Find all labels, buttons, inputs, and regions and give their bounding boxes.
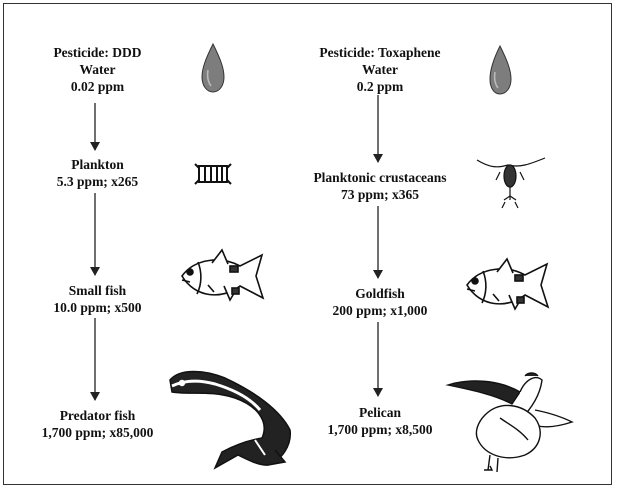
salmon-icon: [169, 370, 291, 470]
plankton-icon: [194, 163, 232, 185]
right-crustaceans-line-2: 73 ppm; x365: [340, 187, 419, 202]
right-stage-pelican: Pelican 1,700 ppm; x8,500: [300, 404, 460, 438]
right-water-line-2: Water: [362, 62, 398, 77]
left-stage-predator-fish: Predator fish 1,700 ppm; x85,000: [25, 407, 170, 441]
left-predator-line-2: 1,700 ppm; x85,000: [41, 425, 154, 440]
water-drop-icon: [201, 42, 225, 93]
water-drop-icon: [489, 44, 512, 95]
right-stage-goldfish: Goldfish 200 ppm; x1,000: [300, 285, 460, 319]
right-goldfish-line-1: Goldfish: [355, 286, 405, 301]
right-stage-water: Pesticide: Toxaphene Water 0.2 ppm: [300, 44, 460, 95]
left-predator-line-1: Predator fish: [59, 408, 136, 423]
right-crustaceans-line-1: Planktonic crustaceans: [313, 170, 447, 185]
right-pelican-line-2: 1,700 ppm; x8,500: [327, 422, 433, 437]
right-stage-crustaceans: Planktonic crustaceans 73 ppm; x365: [295, 169, 465, 203]
right-water-line-3: 0.2 ppm: [356, 79, 404, 94]
fish-icon: [181, 248, 265, 302]
left-stage-small-fish: Small fish 10.0 ppm; x500: [30, 282, 165, 316]
fish-icon: [466, 257, 550, 311]
pelican-icon: [445, 372, 574, 473]
left-water-line-1: Pesticide: DDD: [53, 45, 142, 60]
right-goldfish-line-2: 200 ppm; x1,000: [332, 303, 428, 318]
left-water-line-2: Water: [79, 62, 116, 77]
left-water-line-3: 0.02 ppm: [70, 79, 125, 94]
left-plankton-line-1: Plankton: [71, 157, 124, 172]
left-stage-plankton: Plankton 5.3 ppm; x265: [30, 156, 165, 190]
left-plankton-line-2: 5.3 ppm; x265: [56, 174, 139, 189]
right-water-line-1: Pesticide: Toxaphene: [319, 45, 441, 60]
right-pelican-line-1: Pelican: [359, 405, 401, 420]
left-small-fish-line-1: Small fish: [68, 283, 127, 298]
diagram-frame: [3, 3, 612, 485]
left-stage-water: Pesticide: DDD Water 0.02 ppm: [30, 44, 165, 95]
crustacean-icon: [476, 157, 546, 209]
left-small-fish-line-2: 10.0 ppm; x500: [53, 300, 142, 315]
